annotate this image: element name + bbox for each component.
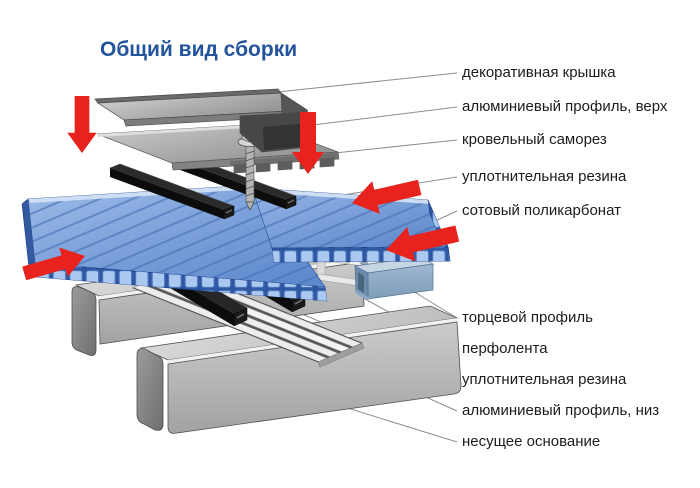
- label-polycarbonate: сотовый поликарбонат: [462, 202, 621, 219]
- arrow-down-left: [67, 95, 97, 153]
- beam-back-end: [71, 286, 97, 356]
- rail-end-edge: [317, 342, 365, 368]
- beam-front-end: [136, 348, 164, 431]
- label-aluminum-profile-bottom: алюминиевый профиль, низ: [462, 402, 659, 419]
- label-base: несущее основание: [462, 433, 600, 450]
- arrow-right-left-side: [22, 247, 85, 281]
- polycarbonate-panel-left: [21, 184, 328, 302]
- label-decorative-cap: декоративная крышка: [462, 64, 616, 81]
- label-end-profile: торцевой профиль: [462, 309, 593, 326]
- leader-decorative-cap: [267, 72, 458, 94]
- beam-front-front: [167, 321, 462, 434]
- label-aluminum-profile-top: алюминиевый профиль, верх: [462, 98, 668, 115]
- leader-end-profile: [407, 287, 458, 319]
- decorative-cap-shape: [94, 88, 310, 153]
- page-title: Общий вид сборки: [100, 38, 297, 61]
- arrow-down-right: [292, 112, 324, 174]
- label-sealing-rubber-bottom: уплотнительная резина: [462, 371, 627, 388]
- label-roofing-screw: кровельный саморез: [462, 131, 607, 148]
- arrow-left-upper-right: [352, 179, 422, 214]
- part-labels: декоративная крышка алюминиевый профиль,…: [462, 64, 668, 450]
- label-perforated-tape: перфолента: [462, 340, 548, 357]
- arrow-left-lower-right: [386, 225, 460, 262]
- label-sealing-rubber-top: уплотнительная резина: [462, 168, 627, 185]
